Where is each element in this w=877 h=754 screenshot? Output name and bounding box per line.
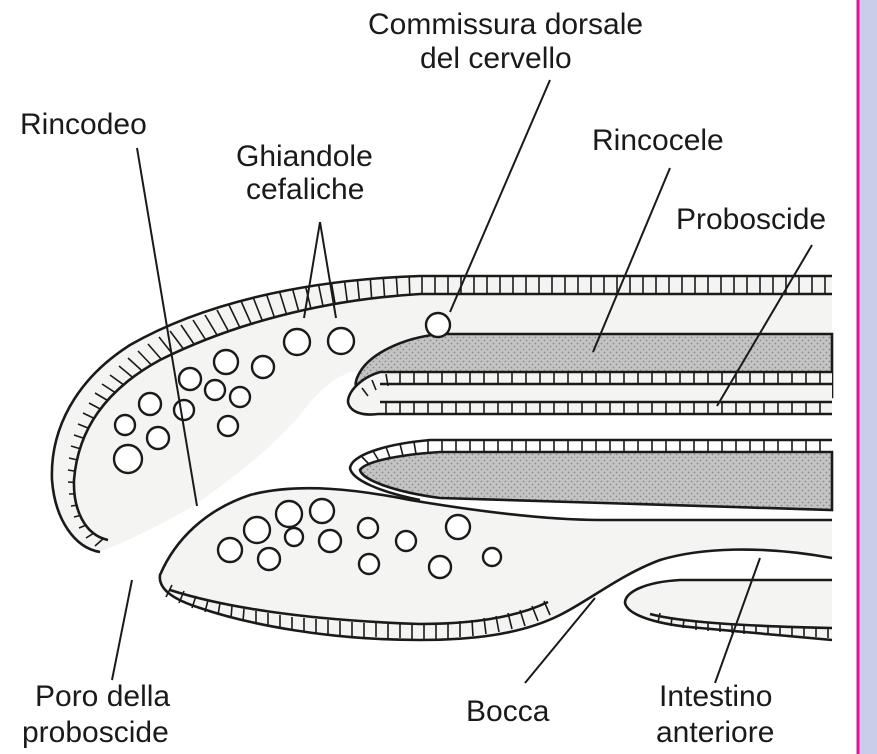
label-poro-line2: proboscide xyxy=(22,716,169,749)
gland xyxy=(359,554,379,574)
label-ghiandole-line2: cefaliche xyxy=(246,173,364,206)
label-bocca: Bocca xyxy=(466,695,550,728)
gland xyxy=(174,400,194,420)
gland xyxy=(483,548,501,566)
gland xyxy=(284,329,310,355)
leader-poro xyxy=(112,580,132,680)
gland xyxy=(115,415,135,435)
gland xyxy=(396,531,416,551)
gland xyxy=(218,538,242,562)
gland xyxy=(252,356,274,378)
label-commissura-line2: del cervello xyxy=(420,42,572,75)
label-proboscide: Proboscide xyxy=(676,203,826,236)
label-ghiandole-line1: Ghiandole xyxy=(236,140,373,173)
gland xyxy=(319,530,341,552)
proboscide-lumen xyxy=(360,452,832,510)
gland xyxy=(358,518,378,538)
gland xyxy=(218,416,238,436)
gland xyxy=(139,393,161,415)
gland xyxy=(446,515,470,539)
gland xyxy=(426,313,450,337)
gland xyxy=(258,548,280,570)
gland xyxy=(114,445,142,473)
label-rincocele: Rincocele xyxy=(592,124,724,157)
gland xyxy=(285,528,303,546)
gland xyxy=(230,387,250,407)
gland xyxy=(205,380,225,400)
gland xyxy=(214,350,238,374)
gland xyxy=(429,556,451,578)
right-panel xyxy=(858,0,877,754)
gland xyxy=(179,368,201,390)
proboscis-upper-wall xyxy=(350,372,832,414)
gland xyxy=(244,517,270,543)
label-rincodeo: Rincodeo xyxy=(20,108,147,141)
label-intestino-line1: Intestino xyxy=(659,680,772,713)
label-poro-line1: Poro della xyxy=(35,680,170,713)
label-intestino-line2: anteriore xyxy=(656,716,774,749)
gland xyxy=(147,427,169,449)
label-commissura-line1: Commissura dorsale xyxy=(368,8,643,41)
gland xyxy=(276,501,302,527)
gland xyxy=(328,328,354,354)
gland xyxy=(310,499,334,523)
